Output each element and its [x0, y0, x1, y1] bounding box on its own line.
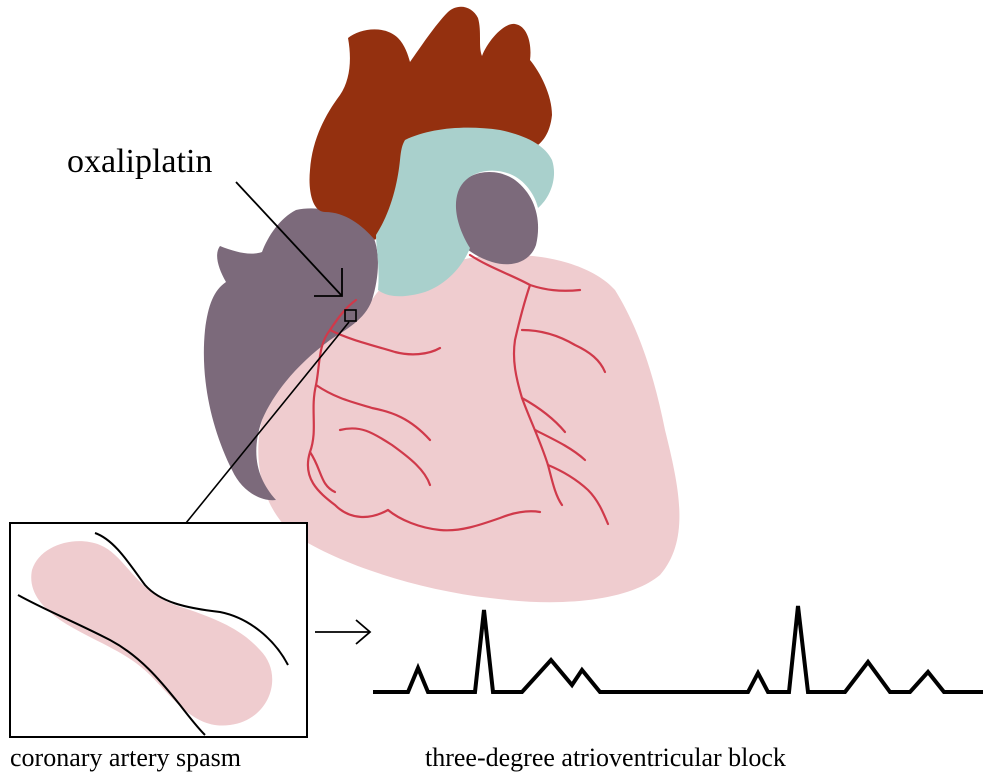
left-atrium — [203, 208, 378, 501]
ecg-caption: three-degree atrioventricular block — [425, 743, 786, 772]
zoom-connector-line — [185, 321, 350, 524]
result-arrow — [315, 619, 372, 645]
aortic-arch — [309, 6, 552, 241]
ecg-trace — [373, 605, 983, 694]
spasm-site-marker — [344, 309, 357, 322]
coronary-arteries — [306, 253, 610, 532]
spasm-inset — [9, 522, 308, 738]
inset-caption: coronary artery spasm — [10, 743, 241, 772]
vessel-wall-lower — [17, 594, 206, 736]
oxaliplatin-label: oxaliplatin — [67, 143, 212, 180]
pulmonary-trunk — [376, 127, 555, 297]
right-atrium-appendage — [449, 171, 539, 265]
constricted-vessel — [31, 541, 273, 726]
vessel-wall-upper — [94, 532, 289, 666]
oxaliplatin-arrow — [235, 181, 343, 297]
